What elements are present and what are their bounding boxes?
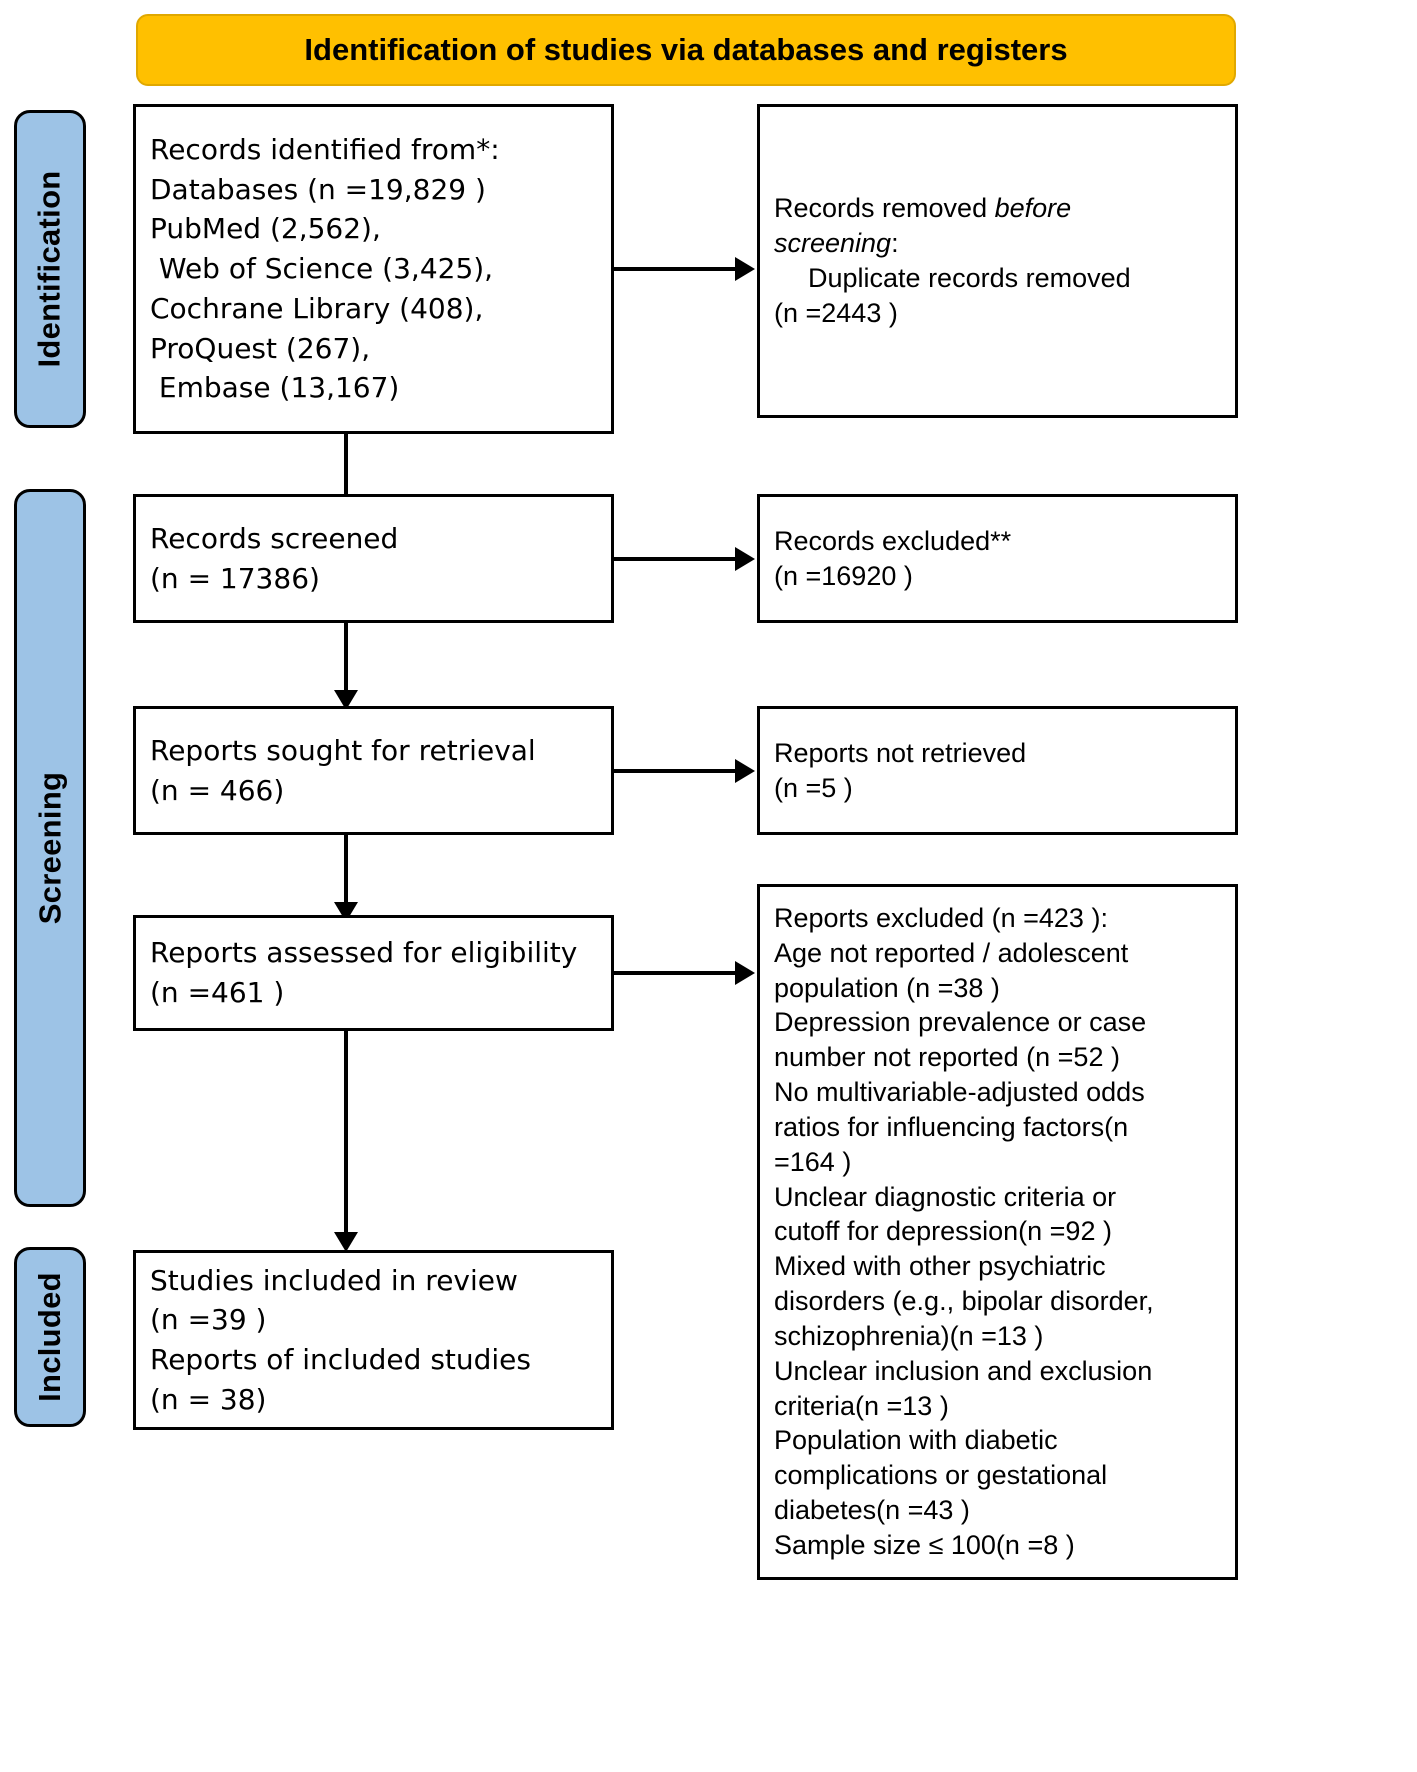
reports-excluded-line-4: Depression prevalence or case	[774, 1007, 1147, 1038]
records-excluded-count: (n =16920 )	[774, 560, 913, 591]
arrow-sought-to-assessed-line	[344, 835, 348, 911]
studies-included-label: Studies included in review	[150, 1263, 518, 1297]
arrow-identified-to-screened-line	[344, 434, 348, 509]
arrow-identified-to-removed-line	[614, 267, 737, 271]
reports-of-included-studies-label: Reports of included studies	[150, 1343, 531, 1376]
records-removed-heading-plain: Records removed	[774, 193, 995, 224]
reports-excluded-line-3: population (n =38 )	[774, 972, 1000, 1003]
duplicate-records-removed-count: (n =2443 )	[774, 297, 898, 328]
reports-excluded-line-14: Unclear inclusion and exclusion	[774, 1355, 1153, 1386]
records-identified-line-1: Records identified from*:	[150, 132, 500, 166]
reports-excluded-line-13: schizophrenia)(n =13 )	[774, 1320, 1044, 1351]
reports-excluded-line-9: Unclear diagnostic criteria or	[774, 1181, 1117, 1212]
records-screened-label: Records screened	[150, 521, 399, 555]
reports-excluded-line-2: Age not reported / adolescent	[774, 937, 1129, 968]
records-identified-line-6: ProQuest (267),	[150, 331, 371, 365]
reports-excluded-line-8: =164 )	[774, 1146, 852, 1177]
arrow-assessed-to-included-line	[344, 1031, 348, 1241]
reports-excluded-line-11: Mixed with other psychiatric	[774, 1251, 1106, 1282]
phase-bar-screening: Screening	[14, 489, 86, 1207]
duplicate-records-removed-label: Duplicate records removed	[808, 263, 1131, 293]
box-records-screened: Records screened (n = 17386)	[133, 494, 614, 623]
reports-not-retrieved-count: (n =5 )	[774, 772, 853, 803]
reports-excluded-line-1: Reports excluded (n =423 ):	[774, 903, 1108, 933]
reports-excluded-line-12: disorders (e.g., bipolar disorder,	[774, 1286, 1154, 1317]
page-title: Identification of studies via databases …	[304, 32, 1068, 67]
arrow-sought-to-not-retrieved-head	[735, 759, 755, 783]
reports-excluded-line-6: No multivariable-adjusted odds	[774, 1077, 1145, 1108]
records-removed-heading-italic: before	[994, 193, 1072, 224]
reports-excluded-line-18: diabetes(n =43 )	[774, 1495, 970, 1526]
diagram-header-banner: Identification of studies via databases …	[136, 14, 1236, 86]
box-reports-assessed-for-eligibility: Reports assessed for eligibility (n =461…	[133, 915, 614, 1031]
reports-excluded-line-19: Sample size ≤ 100(n =8 )	[774, 1529, 1075, 1560]
box-reports-sought-for-retrieval: Reports sought for retrieval (n = 466)	[133, 706, 614, 835]
records-removed-heading-2-italic: screening	[774, 228, 892, 259]
arrow-assessed-to-excluded-head	[735, 961, 755, 985]
reports-of-included-studies-count: (n = 38)	[150, 1382, 267, 1416]
box-reports-excluded: Reports excluded (n =423 ): Age not repo…	[757, 884, 1238, 1580]
reports-excluded-line-17: complications or gestational	[774, 1460, 1108, 1491]
reports-sought-count: (n = 466)	[150, 773, 285, 807]
studies-included-count: (n =39 )	[150, 1303, 267, 1337]
phase-label-identification: Identification	[32, 170, 67, 368]
arrow-identified-to-removed-head	[735, 257, 755, 281]
box-reports-not-retrieved: Reports not retrieved (n =5 )	[757, 706, 1238, 835]
phase-bar-identification: Identification	[14, 110, 86, 428]
arrow-assessed-to-included-head	[334, 1232, 358, 1252]
reports-assessed-label: Reports assessed for eligibility	[150, 936, 578, 970]
box-records-identified: Records identified from*: Databases (n =…	[133, 104, 614, 434]
records-removed-heading: Records removed before	[774, 191, 1221, 226]
arrow-screened-to-excluded-head	[735, 547, 755, 571]
records-removed-heading-2: screening:	[774, 226, 1221, 261]
box-records-excluded: Records excluded** (n =16920 )	[757, 494, 1238, 623]
reports-excluded-line-5: number not reported (n =52 )	[774, 1042, 1120, 1073]
records-identified-line-7: Embase (13,167)	[150, 371, 400, 405]
reports-sought-label: Reports sought for retrieval	[150, 733, 536, 767]
phase-label-included: Included	[32, 1272, 68, 1402]
reports-not-retrieved-label: Reports not retrieved	[774, 737, 1027, 768]
box-records-removed-before-screening: Records removed before screening: Duplic…	[757, 104, 1238, 418]
reports-assessed-count: (n =461 )	[150, 976, 285, 1009]
box-studies-included-in-review: Studies included in review (n =39 ) Repo…	[133, 1250, 614, 1430]
records-screened-count: (n = 17386)	[150, 561, 320, 595]
records-removed-heading-2-colon: :	[891, 228, 899, 259]
records-identified-line-4: Web of Science (3,425),	[150, 252, 494, 286]
reports-excluded-line-15: criteria(n =13 )	[774, 1390, 949, 1421]
arrow-assessed-to-excluded-line	[614, 971, 737, 975]
phase-bar-included: Included	[14, 1247, 86, 1427]
records-excluded-label: Records excluded**	[774, 525, 1012, 556]
arrow-screened-to-sought-line	[344, 623, 348, 699]
reports-excluded-line-10: cutoff for depression(n =92 )	[774, 1216, 1112, 1247]
arrow-screened-to-sought-head	[334, 690, 358, 710]
records-identified-line-5: Cochrane Library (408),	[150, 291, 484, 325]
records-identified-line-3: PubMed (2,562),	[150, 212, 381, 246]
records-identified-line-2: Databases (n =19,829 )	[150, 172, 486, 206]
arrow-screened-to-excluded-line	[614, 557, 737, 561]
arrow-sought-to-not-retrieved-line	[614, 769, 737, 773]
reports-excluded-line-7: ratios for influencing factors(n	[774, 1111, 1129, 1142]
phase-label-screening: Screening	[32, 771, 67, 925]
reports-excluded-line-16: Population with diabetic	[774, 1425, 1058, 1456]
